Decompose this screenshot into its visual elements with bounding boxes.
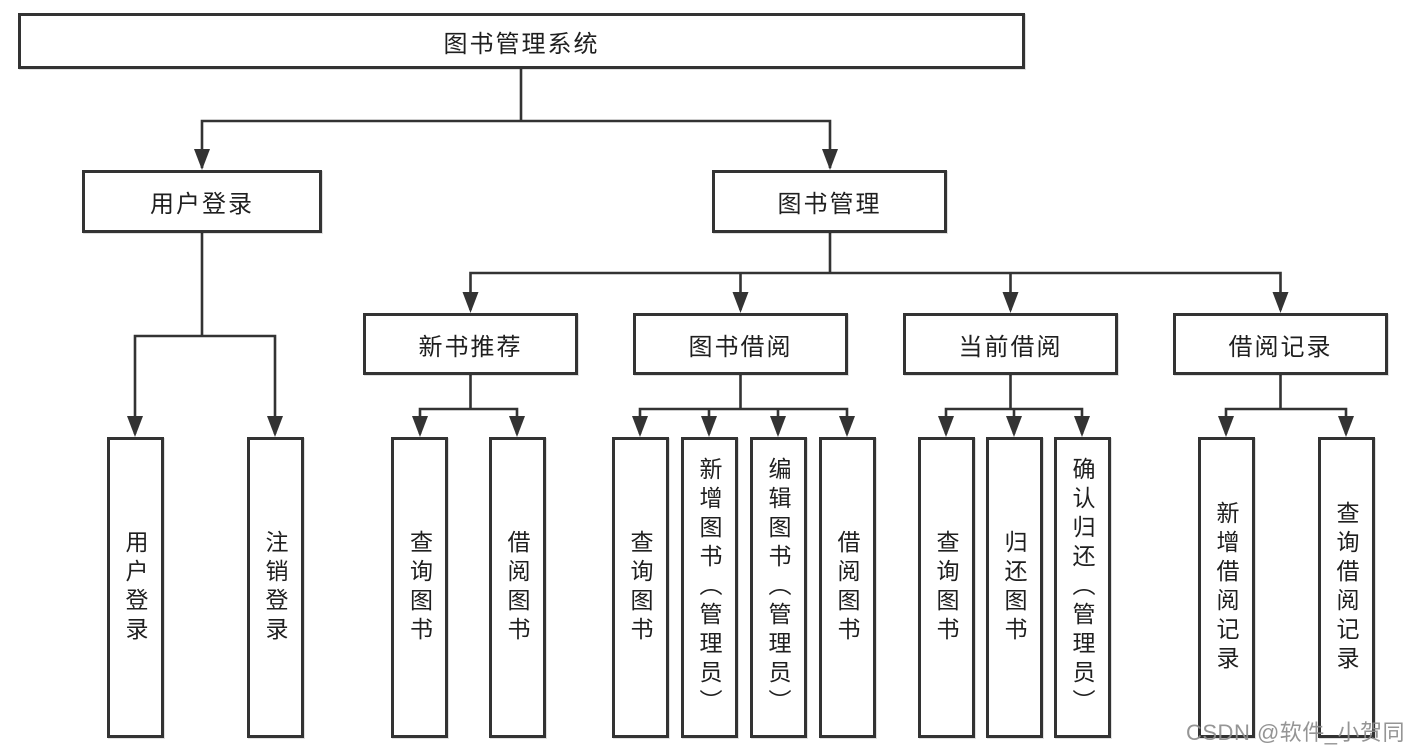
leaf-edit-book-admin-label: 编辑图书（管理员）: [765, 457, 791, 718]
node-borrowing-records: 借阅记录: [1173, 313, 1388, 375]
csdn-watermark: CSDN @软件_小贺同学: [1186, 720, 1405, 745]
leaf-borrow-books-recommendation-label: 借阅图书: [504, 529, 530, 646]
arrowhead: [509, 416, 525, 437]
leaf-logout-label: 注销登录: [262, 529, 288, 646]
node-new-book-recommendation: 新书推荐: [363, 313, 578, 375]
arrowhead: [938, 416, 954, 437]
leaf-confirm-return-admin-label: 确认归还（管理员）: [1069, 457, 1095, 718]
node-book-borrowing: 图书借阅: [633, 313, 848, 375]
connector-level2-branch: [200, 119, 832, 168]
leaf-query-books-current-label: 查询图书: [933, 529, 959, 646]
leaf-add-borrowing-record: 新增借阅记录: [1197, 437, 1255, 738]
arrowhead: [1074, 416, 1090, 437]
node-borrowing-records-label: 借阅记录: [1228, 333, 1333, 361]
leaf-add-book-admin: 新增图书（管理员）: [680, 437, 738, 738]
node-new-book-recommendation-label: 新书推荐: [418, 333, 523, 361]
leaf-borrow-books-borrowing-label: 借阅图书: [834, 529, 860, 646]
arrowhead: [462, 292, 479, 313]
leaf-edit-book-admin: 编辑图书（管理员）: [749, 437, 807, 738]
node-current-borrowing-label: 当前借阅: [958, 333, 1063, 361]
node-book-management: 图书管理: [712, 170, 947, 233]
leaf-confirm-return-admin: 确认归还（管理员）: [1053, 437, 1111, 738]
node-current-borrowing: 当前借阅: [903, 313, 1118, 375]
leaf-query-books-current: 查询图书: [917, 437, 975, 738]
arrowhead: [1218, 416, 1234, 437]
leaf-query-borrowing-record-label: 查询借阅记录: [1333, 500, 1359, 675]
arrowhead: [1338, 416, 1354, 437]
leaf-query-books-borrowing-label: 查询图书: [627, 529, 653, 646]
node-user-login-label: 用户登录: [150, 191, 254, 218]
arrowhead: [127, 416, 143, 437]
connector-level3-branch: [469, 271, 1282, 310]
leaf-return-books-label: 归还图书: [1001, 529, 1027, 646]
leaf-query-books-borrowing: 查询图书: [611, 437, 669, 738]
arrowhead: [412, 416, 428, 437]
node-book-borrowing-label: 图书借阅: [688, 333, 793, 361]
leaf-user-login-label: 用户登录: [122, 529, 148, 646]
arrowhead: [770, 416, 786, 437]
arrowhead: [1002, 292, 1019, 313]
leaf-query-books-recommendation: 查询图书: [391, 437, 448, 738]
leaf-borrow-books-recommendation: 借阅图书: [488, 437, 546, 738]
leaf-query-books-recommendation-label: 查询图书: [406, 529, 433, 646]
leaf-query-borrowing-record: 查询借阅记录: [1317, 437, 1375, 738]
arrowhead: [732, 292, 749, 313]
node-library-management-system-label: 图书管理系统: [443, 30, 600, 58]
connector-records-branch: [1224, 407, 1348, 434]
leaf-return-books: 归还图书: [985, 437, 1043, 738]
leaf-add-borrowing-record-label: 新增借阅记录: [1213, 500, 1239, 675]
connector-user-login-branch: [133, 334, 277, 434]
node-library-management-system: 图书管理系统: [18, 13, 1025, 69]
node-user-login: 用户登录: [82, 170, 322, 233]
arrowhead: [839, 416, 855, 437]
arrowhead: [632, 416, 648, 437]
arrowhead: [701, 416, 717, 437]
arrowhead: [1272, 292, 1289, 313]
leaf-user-login: 用户登录: [106, 437, 164, 738]
leaf-add-book-admin-label: 新增图书（管理员）: [696, 457, 722, 718]
arrowhead: [194, 149, 210, 170]
arrowhead: [822, 149, 838, 170]
arrowhead: [1006, 416, 1022, 437]
leaf-borrow-books-borrowing: 借阅图书: [818, 437, 876, 738]
connector-borrowing-branch: [638, 407, 849, 434]
leaf-logout: 注销登录: [246, 437, 304, 738]
node-book-management-label: 图书管理: [777, 191, 882, 218]
arrowhead: [267, 416, 283, 437]
connector-newbook-branch: [418, 407, 519, 434]
